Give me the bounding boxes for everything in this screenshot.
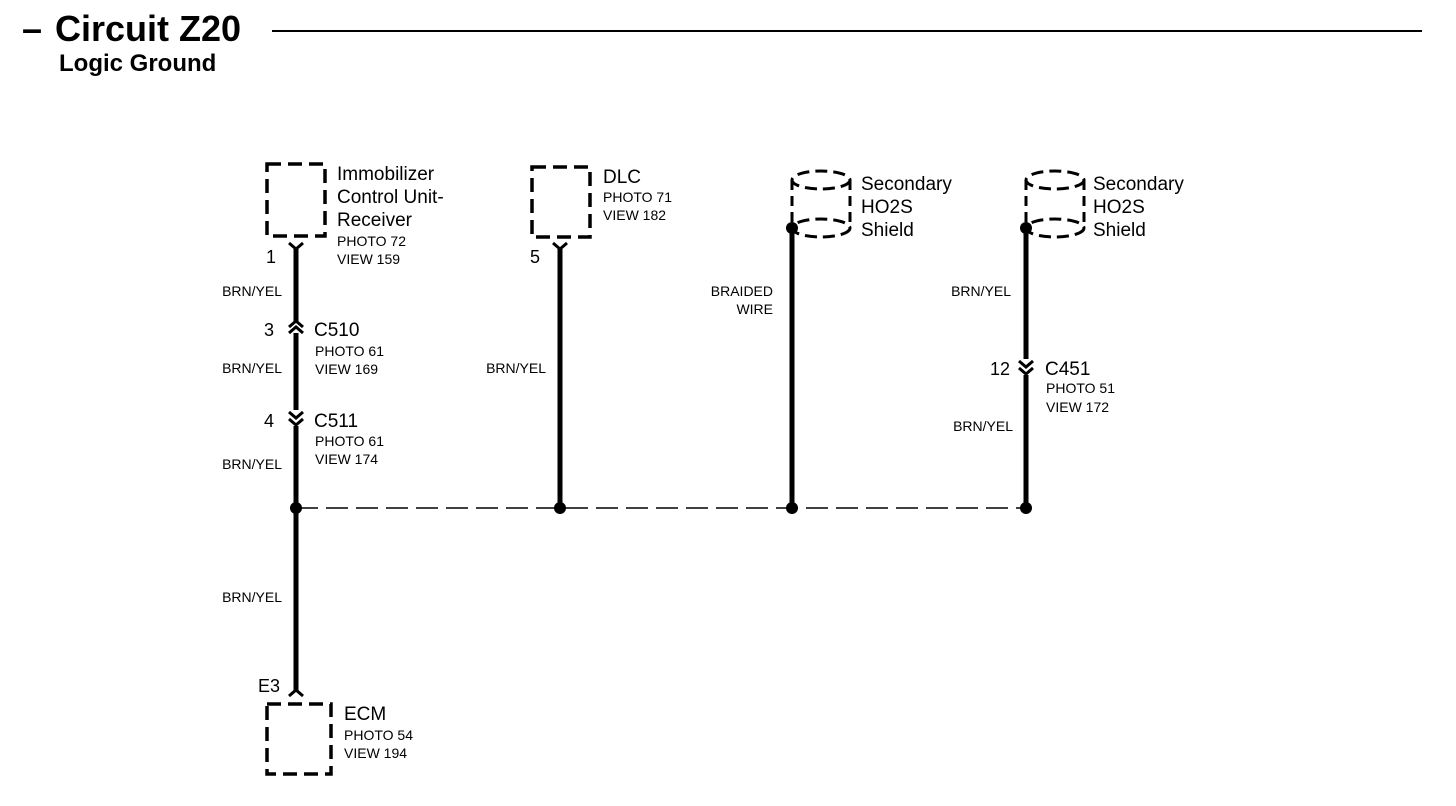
ecm-photo: PHOTO 54 xyxy=(344,727,413,743)
wire-label-7: BRN/YEL xyxy=(953,418,1013,434)
wire-label-4: BRN/YEL xyxy=(486,360,546,376)
braided-label-line-1: BRAIDED xyxy=(711,283,773,299)
shield-1-bottom xyxy=(790,217,852,239)
c511-name: C511 xyxy=(314,411,358,432)
shield-1-name-line-1: Secondary xyxy=(861,174,952,195)
c451-name: C451 xyxy=(1045,359,1090,380)
shield-1-name-line-3: Shield xyxy=(861,220,914,241)
dlc-box xyxy=(530,165,592,239)
c451-connector: 12 C451 PHOTO 51 VIEW 172 xyxy=(990,359,1115,415)
dlc-terminal xyxy=(552,241,568,251)
immobilizer-name-line-2: Control Unit- xyxy=(337,187,444,208)
shield-1-component: Secondary HO2S Shield BRAIDED WIRE xyxy=(711,169,952,508)
immobilizer-view: VIEW 159 xyxy=(337,251,400,267)
c510-view: VIEW 169 xyxy=(315,361,378,377)
wire-label-2: BRN/YEL xyxy=(222,360,282,376)
wire-label-6: BRN/YEL xyxy=(951,283,1011,299)
c510-pin: 3 xyxy=(264,320,274,340)
immobilizer-pin: 1 xyxy=(266,247,276,267)
splice-node-2 xyxy=(554,502,566,514)
c511-connector: 4 C511 PHOTO 61 VIEW 174 xyxy=(264,410,384,467)
shield-1-name-line-2: HO2S xyxy=(861,197,913,218)
immobilizer-component: Immobilizer Control Unit- Receiver PHOTO… xyxy=(265,162,444,267)
shield-1-top xyxy=(790,169,852,191)
immobilizer-box xyxy=(265,162,327,238)
ecm-pin: E3 xyxy=(258,676,280,696)
c451-symbol xyxy=(1018,359,1034,376)
splice-bus xyxy=(290,502,1032,514)
c510-photo: PHOTO 61 xyxy=(315,343,384,359)
c451-photo: PHOTO 51 xyxy=(1046,380,1115,396)
diagram-subtitle: Logic Ground xyxy=(59,50,216,77)
wire-label-5: BRN/YEL xyxy=(222,589,282,605)
immobilizer-photo: PHOTO 72 xyxy=(337,233,406,249)
shield-2-name-line-2: HO2S xyxy=(1093,197,1145,218)
immobilizer-name-line-3: Receiver xyxy=(337,210,413,231)
c510-connector: 3 C510 PHOTO 61 VIEW 169 xyxy=(264,319,384,377)
wire-splice-ecm: BRN/YEL xyxy=(222,508,299,690)
diagram-title: Circuit Z20 xyxy=(55,8,241,49)
shield-2-component: Secondary HO2S Shield BRN/YEL BRN/YEL xyxy=(951,169,1184,508)
shield-2-name-line-3: Shield xyxy=(1093,220,1146,241)
dlc-component: DLC PHOTO 71 VIEW 182 5 BRN/YEL xyxy=(486,165,672,508)
c511-photo: PHOTO 61 xyxy=(315,433,384,449)
ecm-box xyxy=(265,702,333,776)
immobilizer-name-line-1: Immobilizer xyxy=(337,164,435,185)
dlc-pin: 5 xyxy=(530,247,540,267)
ecm-view: VIEW 194 xyxy=(344,745,407,761)
c451-view: VIEW 172 xyxy=(1046,399,1109,415)
immobilizer-terminal xyxy=(288,241,304,251)
ecm-component: E3 ECM PHOTO 54 VIEW 194 xyxy=(258,676,413,776)
dlc-photo: PHOTO 71 xyxy=(603,189,672,205)
diagram-header: – Circuit Z20 Logic Ground xyxy=(22,8,1422,77)
c510-name: C510 xyxy=(314,320,359,341)
wire-label-3: BRN/YEL xyxy=(222,456,282,472)
wire-immobilizer-ecm: BRN/YEL BRN/YEL BRN/YEL xyxy=(222,249,299,508)
ecm-name: ECM xyxy=(344,704,386,725)
dlc-name: DLC xyxy=(603,167,641,188)
ecm-terminal xyxy=(288,688,304,698)
shield-2-name-line-1: Secondary xyxy=(1093,174,1184,195)
c510-symbol xyxy=(288,319,304,335)
braided-label-line-2: WIRE xyxy=(736,301,773,317)
c451-pin: 12 xyxy=(990,359,1010,379)
splice-node-3 xyxy=(786,502,798,514)
shield-2-top xyxy=(1024,169,1086,191)
c511-view: VIEW 174 xyxy=(315,451,378,467)
splice-node-4 xyxy=(1020,502,1032,514)
shield-2-bottom xyxy=(1024,217,1086,239)
header-dash: – xyxy=(22,8,42,49)
c511-pin: 4 xyxy=(264,411,274,431)
wire-label-1: BRN/YEL xyxy=(222,283,282,299)
dlc-view: VIEW 182 xyxy=(603,207,666,223)
c511-symbol xyxy=(288,410,304,427)
